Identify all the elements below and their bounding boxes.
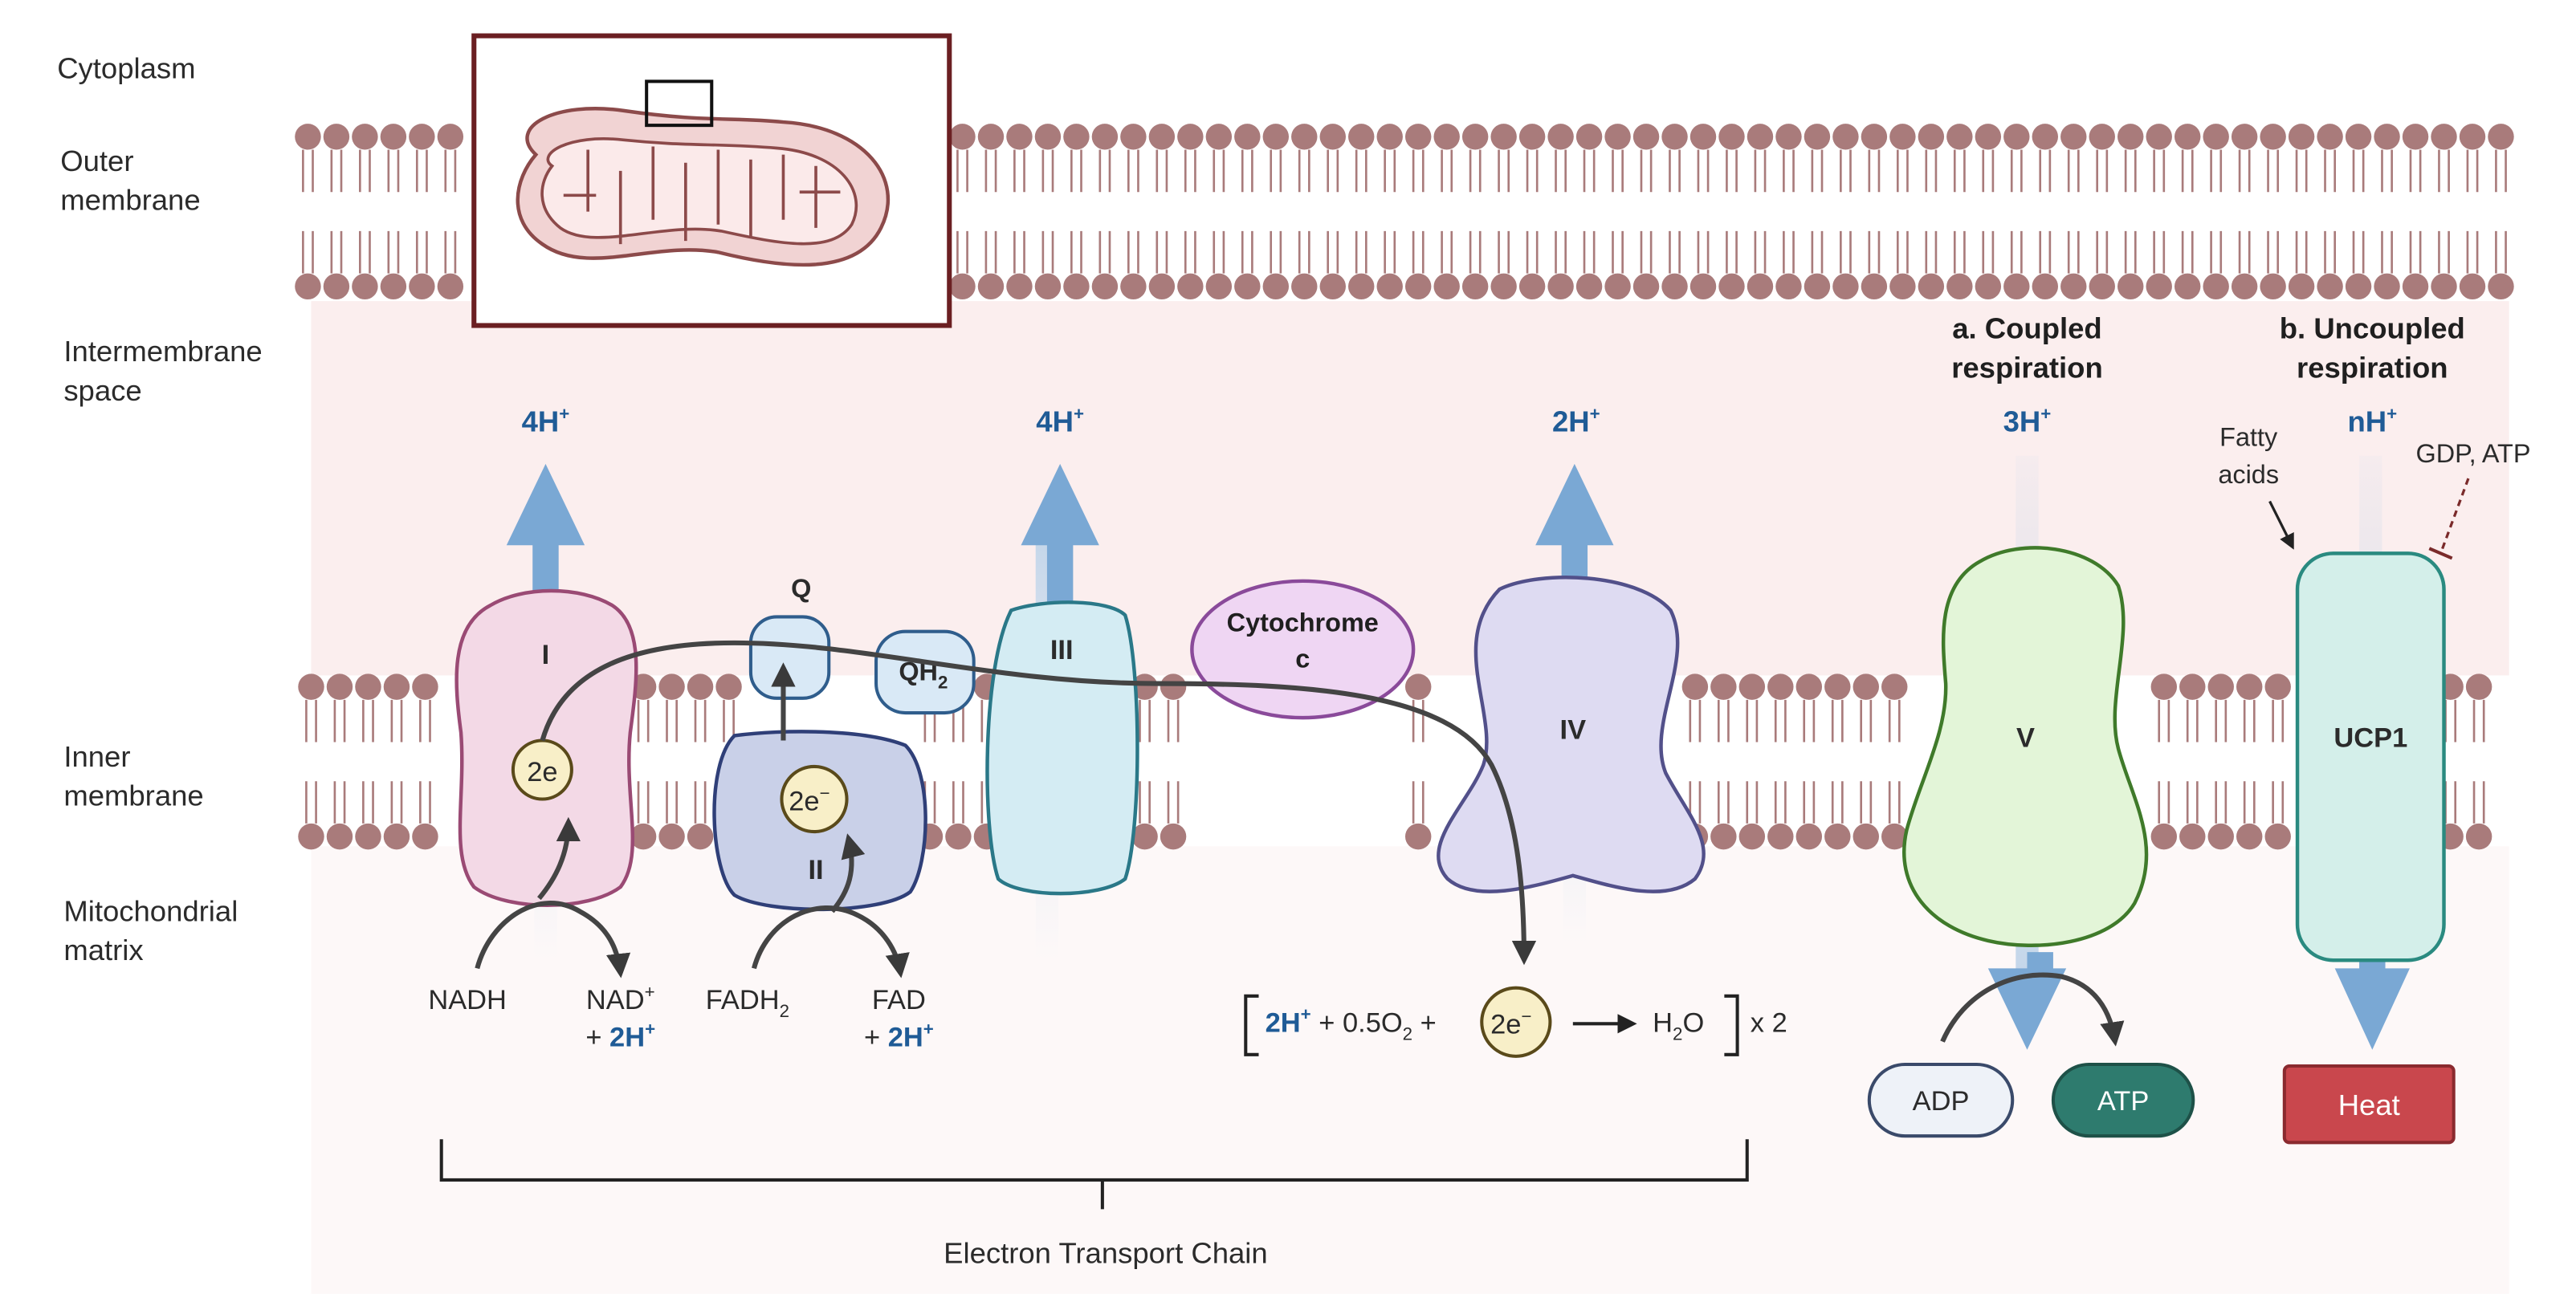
q-body (748, 615, 831, 700)
electron-equation (1480, 986, 1552, 1058)
atp-pill (2051, 1062, 2195, 1138)
cytochrome-c-label-2: c (1295, 644, 1310, 673)
nad-label: NAD+ (586, 982, 655, 1015)
complex-i: I 2e (454, 588, 638, 907)
fatty-acids-activation-arrow (2268, 500, 2294, 550)
label-ims-2: space (63, 374, 141, 407)
cytochrome-c-label-1: Cytochrome (1227, 608, 1379, 637)
ucp1-regulators: Fatty acids GDP, ATP (2218, 423, 2531, 560)
label-outer-membrane-2: membrane (60, 184, 200, 217)
fatty-acids-label-1: Fatty (2219, 423, 2278, 452)
heat-box (2282, 1064, 2456, 1145)
ucp1-label: UCP1 (2333, 723, 2407, 754)
label-cytoplasm: Cytoplasm (57, 51, 195, 84)
uncoupled-heading-2: respiration (2297, 351, 2448, 384)
proton-arrow-ucp1 (2334, 952, 2410, 1050)
fadh2-label: FADH2 (706, 985, 789, 1021)
equation-reactants: 2H+ + 0.5O2 + (1266, 1004, 1437, 1044)
water-equation: 2H+ + 0.5O2 + 2e− H2O x 2 (1244, 986, 1787, 1058)
nad-protons-label: + 2H+ (585, 1019, 655, 1052)
label-inner-membrane-1: Inner (63, 740, 130, 773)
etc-label: Electron Transport Chain (944, 1236, 1268, 1269)
coupled-heading-1: a. Coupled (1952, 312, 2101, 345)
intermembrane-band (311, 301, 2509, 676)
complex-v: V (1901, 546, 2149, 947)
electron-c2 (780, 764, 849, 834)
adp-pill (1867, 1062, 2015, 1138)
substrate-arrows (475, 816, 2125, 1047)
substrates: NADH NAD+ + 2H+ FADH2 FAD + 2H+ (428, 982, 933, 1053)
label-inner-membrane-2: membrane (63, 779, 203, 812)
complex-iv-label: IV (1560, 714, 1587, 745)
equation-product: H2O (1653, 1007, 1704, 1044)
equation-times: x 2 (1751, 1007, 1787, 1038)
heat-label: Heat (2338, 1088, 2400, 1121)
fad-label: FAD (872, 985, 926, 1015)
gdp-atp-inhibition-bar (2428, 547, 2453, 560)
fadh2-arrow (752, 905, 910, 979)
cytochrome-c: Cytochrome c (1190, 579, 1416, 720)
complex-iii: III (985, 600, 1139, 896)
label-ims-1: Intermembrane (63, 335, 262, 368)
atp-label: ATP (2097, 1086, 2149, 1117)
adp-label: ADP (1913, 1086, 1970, 1117)
fatty-acids-label-2: acids (2218, 460, 2279, 489)
complex-ii-label: II (808, 855, 823, 885)
protons-c3: 4H+ (1036, 404, 1084, 437)
electron-equation-label: 2e− (1490, 1006, 1531, 1040)
zoom-box (645, 79, 714, 128)
protons-c1: 4H+ (522, 404, 570, 437)
complex-iv: IV (1437, 576, 1706, 893)
electron-c2-label: 2e− (789, 783, 829, 817)
proton-arrow-c1 (506, 463, 585, 611)
protons-c4: 2H+ (1552, 404, 1600, 437)
electron-c1-label: 2e (527, 757, 557, 787)
complex-iii-label: III (1050, 635, 1074, 665)
protons-c5: 3H+ (2003, 404, 2052, 437)
label-matrix-1: Mitochondrial (63, 895, 238, 928)
equation-right-bracket (1724, 994, 1739, 1056)
qh2-body (874, 629, 976, 715)
equation-left-bracket (1244, 994, 1259, 1056)
fadh2-electron-arrow (829, 833, 866, 913)
protons-ucp1: nH+ (2347, 404, 2397, 437)
gdp-atp-label: GDP, ATP (2416, 439, 2531, 468)
etc-bracket: Electron Transport Chain (439, 1139, 1749, 1269)
nadh-label: NADH (428, 985, 507, 1015)
mitochondrion-inset (471, 33, 952, 328)
fad-protons-label: + 2H+ (864, 1019, 934, 1052)
complex-v-label: V (2016, 723, 2035, 754)
gdp-atp-inhibition-line (2439, 478, 2470, 554)
outer-membrane-bilayer (295, 124, 2514, 300)
electron-path (540, 640, 1537, 966)
proton-arrow-c4 (1535, 463, 1614, 611)
respiration-headings: a. Coupled respiration b. Uncoupled resp… (1951, 312, 2465, 384)
mitochondrion-icon (516, 107, 891, 267)
atp-synthesis-arrow (1940, 972, 2125, 1047)
electron-path-main (540, 640, 1537, 966)
inner-membrane-bilayer (298, 673, 2492, 850)
region-labels: Cytoplasm Outer membrane Intermembrane s… (57, 51, 263, 966)
nadh-arrow (475, 901, 631, 979)
etc-bracket-line (439, 1139, 1749, 1210)
outputs: ADP ATP Heat (1867, 1062, 2456, 1145)
ucp1: UCP1 (2295, 551, 2446, 962)
nadh-electron-arrow (537, 816, 581, 901)
ucp1-body (2295, 551, 2446, 962)
proton-labels: 4H+ 4H+ 2H+ 3H+ nH+ (522, 404, 2398, 437)
coupled-heading-2: respiration (1951, 351, 2103, 384)
uncoupled-heading-1: b. Uncoupled (2280, 312, 2465, 345)
q-label: Q (791, 574, 811, 603)
label-matrix-2: matrix (63, 934, 143, 966)
proton-arrow-c3 (1021, 463, 1099, 611)
complex-i-label: I (542, 640, 550, 670)
membranes (295, 124, 2514, 850)
complex-ii: II 2e− (712, 730, 927, 912)
label-outer-membrane-1: Outer (60, 144, 133, 177)
